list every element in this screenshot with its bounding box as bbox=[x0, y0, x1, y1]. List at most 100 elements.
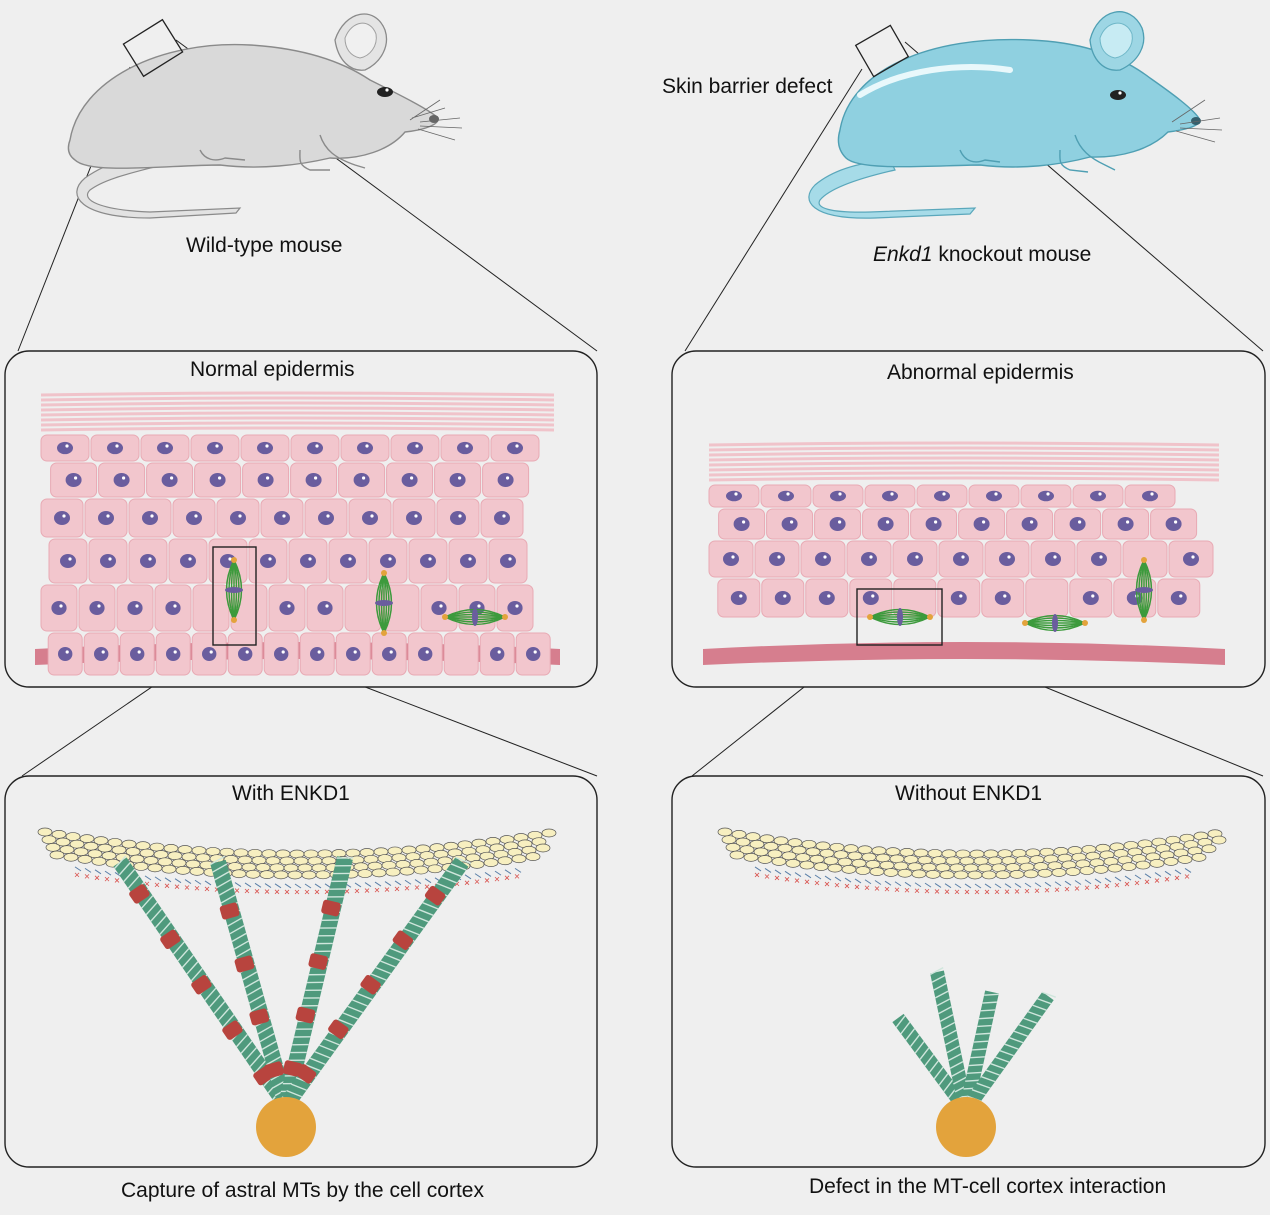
keratinocyte bbox=[1025, 578, 1069, 618]
nucleolus bbox=[871, 594, 875, 598]
cortex-bead bbox=[871, 846, 887, 856]
actin-filament bbox=[184, 879, 192, 884]
actin-filament bbox=[974, 883, 982, 889]
actin-filament bbox=[914, 882, 922, 888]
astral-microtubules-captured bbox=[113, 855, 472, 1110]
actin-filament bbox=[804, 873, 812, 879]
nucleolus bbox=[886, 520, 890, 524]
nucleus bbox=[1045, 552, 1061, 566]
cortex-link bbox=[74, 872, 80, 878]
cortex-link bbox=[244, 888, 250, 894]
cortex-link bbox=[874, 886, 880, 891]
nucleolus bbox=[148, 557, 152, 561]
mitotic-spindle bbox=[1022, 614, 1088, 632]
cortex-link bbox=[784, 877, 790, 882]
enkd1-protein bbox=[264, 1061, 284, 1079]
nucleus bbox=[100, 554, 116, 568]
cortex-bead bbox=[231, 869, 247, 879]
nucleus bbox=[318, 511, 334, 525]
nucleolus bbox=[739, 594, 743, 598]
cortex-bead bbox=[41, 835, 57, 845]
nucleus bbox=[1038, 490, 1054, 502]
nucleolus bbox=[439, 604, 443, 608]
nucleus bbox=[1082, 591, 1099, 605]
nucleolus bbox=[458, 514, 462, 518]
cortex-bead bbox=[241, 862, 257, 872]
nucleus bbox=[490, 647, 505, 661]
cortex-bead bbox=[911, 869, 927, 879]
cortex-link bbox=[1064, 886, 1070, 892]
nucleus bbox=[829, 517, 846, 531]
cornified-layer bbox=[708, 476, 1220, 482]
cornified-layer bbox=[40, 426, 555, 432]
nucleolus bbox=[245, 650, 249, 654]
nucleus bbox=[407, 441, 423, 455]
cortex-link bbox=[774, 875, 780, 881]
nucleolus bbox=[287, 604, 291, 608]
cornified-layer bbox=[40, 411, 555, 417]
nucleolus bbox=[790, 520, 794, 524]
cortex-bead bbox=[823, 856, 839, 866]
nucleolus bbox=[1179, 594, 1183, 598]
cortex-link bbox=[974, 889, 980, 895]
actin-filament bbox=[494, 870, 502, 876]
nucleus bbox=[953, 552, 969, 566]
cortex-bead bbox=[899, 848, 915, 857]
actin-filament bbox=[1044, 881, 1052, 887]
cortex-link bbox=[1134, 880, 1140, 886]
cortex-link bbox=[84, 874, 90, 879]
actin-filament bbox=[1054, 881, 1062, 887]
nucleolus bbox=[1126, 520, 1130, 524]
cortex-link bbox=[984, 889, 990, 895]
actin-filament bbox=[464, 874, 472, 880]
actin-filament bbox=[1094, 878, 1102, 884]
enkd1-protein bbox=[424, 885, 446, 906]
nucleolus bbox=[122, 476, 126, 480]
cortex-link bbox=[1034, 888, 1040, 894]
nucleus bbox=[925, 517, 942, 531]
microtubule bbox=[930, 967, 973, 1112]
nucleus bbox=[140, 554, 156, 568]
cortex-link bbox=[804, 879, 810, 885]
nucleolus bbox=[827, 594, 831, 598]
microtubule bbox=[960, 991, 1057, 1115]
actin-filament bbox=[204, 880, 212, 886]
nucleolus bbox=[65, 650, 69, 654]
cortex-bead bbox=[869, 867, 885, 876]
cortex-bead bbox=[273, 870, 289, 880]
mitotic-spindle bbox=[225, 557, 243, 623]
cortex-bead bbox=[77, 855, 93, 864]
actin-filament bbox=[424, 878, 432, 884]
nucleolus bbox=[515, 604, 519, 608]
nucleolus bbox=[533, 650, 537, 654]
cortex-link bbox=[484, 878, 490, 883]
cortex-link bbox=[834, 882, 840, 888]
actin-filament bbox=[104, 870, 112, 876]
cortex-link bbox=[1044, 887, 1050, 893]
nucleus bbox=[526, 647, 541, 661]
nucleus bbox=[279, 601, 295, 615]
without-enkd1-panel bbox=[671, 775, 1266, 1168]
cortex-link bbox=[1104, 883, 1110, 889]
nucleus bbox=[166, 647, 181, 661]
nucleus bbox=[401, 473, 418, 487]
nucleus bbox=[202, 647, 217, 661]
enkd1-protein bbox=[295, 1064, 317, 1084]
nucleolus bbox=[238, 514, 242, 518]
cortex-bead bbox=[1093, 865, 1109, 874]
cortex-bead bbox=[91, 856, 107, 866]
nucleus bbox=[305, 473, 322, 487]
nucleolus bbox=[173, 604, 177, 608]
cortex-bead bbox=[191, 846, 207, 855]
wild-type-mouse-label: Wild-type mouse bbox=[186, 234, 343, 257]
cortex-link bbox=[164, 883, 170, 889]
actin-filament bbox=[834, 876, 842, 882]
nucleus bbox=[457, 441, 473, 455]
nucleus bbox=[382, 647, 397, 661]
cortex-bead bbox=[237, 855, 253, 865]
nucleolus bbox=[326, 514, 330, 518]
nucleolus bbox=[777, 555, 781, 559]
cornified-layer bbox=[708, 456, 1220, 462]
cortex-bead bbox=[195, 853, 211, 863]
nucleus bbox=[307, 441, 323, 455]
